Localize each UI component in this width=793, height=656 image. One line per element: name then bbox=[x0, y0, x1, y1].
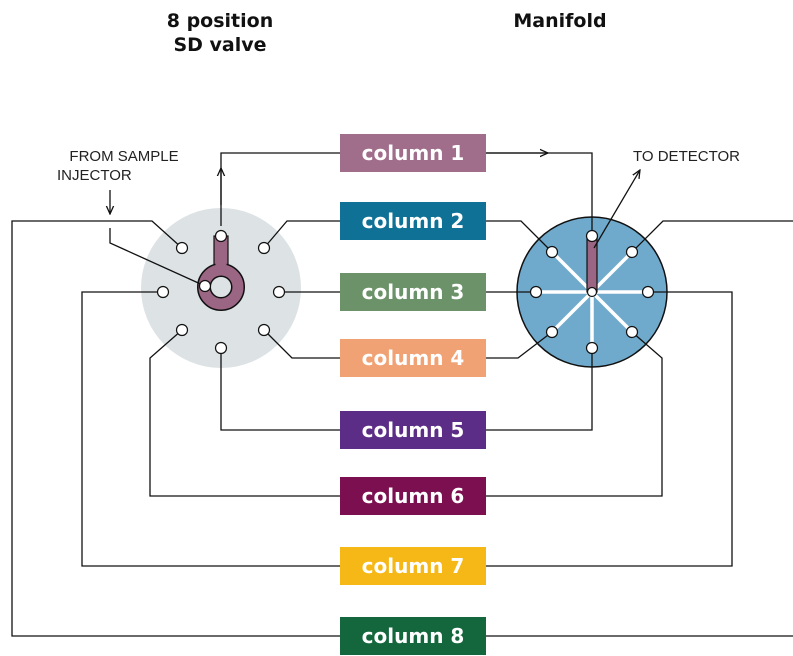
column-box-fill bbox=[340, 411, 486, 449]
column-box-fill bbox=[340, 202, 486, 240]
from-label-line-2: INJECTOR bbox=[57, 167, 132, 184]
column-label: column 2 bbox=[362, 209, 465, 233]
column-box-2: column 2 bbox=[340, 202, 486, 240]
valve-ports bbox=[156, 229, 286, 355]
from-sample-injector-label: FROM SAMPLE INJECTOR bbox=[44, 147, 204, 185]
column-box-fill bbox=[340, 339, 486, 377]
column-box-5: column 5 bbox=[340, 411, 486, 449]
column-box-8: column 8 bbox=[340, 617, 486, 655]
column-box-fill bbox=[340, 134, 486, 172]
column-box-fill bbox=[340, 617, 486, 655]
column-label: column 4 bbox=[362, 346, 465, 370]
column-box-4: column 4 bbox=[340, 339, 486, 377]
manifold-spokes bbox=[536, 250, 648, 348]
column-box-3: column 3 bbox=[340, 273, 486, 311]
to-detector-label: TO DETECTOR bbox=[633, 147, 740, 166]
column-label: column 1 bbox=[362, 141, 465, 165]
valve-title: 8 position SD valve bbox=[120, 9, 320, 57]
column-label: column 5 bbox=[362, 418, 465, 442]
column-box-fill bbox=[340, 547, 486, 585]
column-label: column 8 bbox=[362, 624, 465, 648]
column-label: column 3 bbox=[362, 280, 465, 304]
column-box-6: column 6 bbox=[340, 477, 486, 515]
column-box-7: column 7 bbox=[340, 547, 486, 585]
column-box-fill bbox=[340, 273, 486, 311]
connection-lines bbox=[11, 153, 793, 637]
manifold-title: Manifold bbox=[480, 9, 640, 33]
from-label-line-1: FROM SAMPLE bbox=[69, 148, 179, 165]
column-boxes: column 1 column 2 column 3 column 4 column 5… bbox=[340, 134, 486, 655]
valve-title-line-2: SD valve bbox=[173, 34, 267, 56]
column-label: column 7 bbox=[362, 554, 465, 578]
column-box-fill bbox=[340, 477, 486, 515]
column-box-1: column 1 bbox=[340, 134, 486, 172]
valve-title-line-1: 8 position bbox=[166, 10, 274, 32]
manifold-title-text: Manifold bbox=[513, 10, 607, 32]
manifold-ports bbox=[529, 229, 655, 355]
column-label: column 6 bbox=[362, 484, 465, 508]
to-detector-text: TO DETECTOR bbox=[633, 148, 740, 165]
